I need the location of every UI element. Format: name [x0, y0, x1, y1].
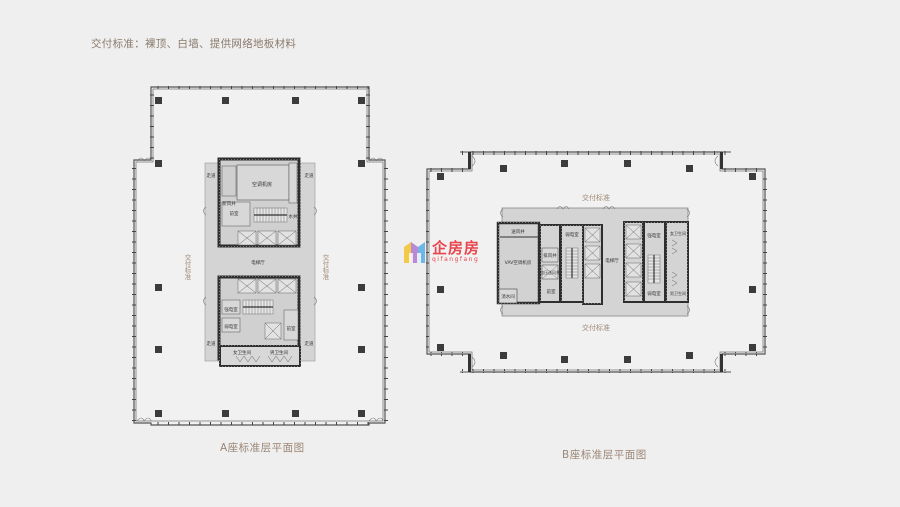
- svg-text:男卫生间: 男卫生间: [670, 290, 686, 296]
- svg-text:VAV空调机房: VAV空调机房: [505, 259, 532, 266]
- svg-text:前室: 前室: [287, 325, 296, 332]
- qifangfang-watermark: 企房房 qifangfang: [402, 239, 480, 265]
- svg-text:前室: 前室: [547, 288, 556, 295]
- tower-a-caption: A座标准层平面图: [220, 442, 305, 454]
- svg-text:走道: 走道: [305, 172, 314, 179]
- tower-b-plan: 送风井 VAV空调机房 弱电室 排风井 加压送风井 前室 消水间 电梯厅 强电室…: [425, 151, 767, 373]
- svg-text:走道: 走道: [305, 340, 314, 347]
- svg-text:送风井: 送风井: [511, 228, 525, 235]
- svg-text:电梯厅: 电梯厅: [605, 257, 619, 264]
- tower-a-right-standard-label: 交付标准: [321, 253, 329, 281]
- svg-text:男卫生间: 男卫生间: [270, 349, 288, 356]
- svg-text:走道: 走道: [207, 340, 216, 347]
- svg-text:走道: 走道: [207, 172, 216, 179]
- svg-text:电梯厅: 电梯厅: [251, 259, 265, 266]
- svg-text:前室: 前室: [230, 210, 239, 217]
- tower-b-top-standard-label: 交付标准: [582, 193, 610, 202]
- svg-text:新风井: 新风井: [222, 200, 236, 207]
- tower-a-left-standard-label: 交付标准: [183, 253, 191, 281]
- svg-text:加压送风井: 加压送风井: [540, 269, 560, 275]
- tower-b-caption: B座标准层平面图: [562, 449, 647, 461]
- watermark-name: 企房房: [432, 239, 481, 257]
- svg-text:排风井: 排风井: [543, 252, 557, 259]
- svg-text:水井: 水井: [289, 213, 298, 220]
- svg-text:弱电室: 弱电室: [647, 290, 661, 297]
- tower-b-bottom-standard-label: 交付标准: [582, 323, 610, 332]
- svg-text:空调机房: 空调机房: [252, 181, 272, 188]
- watermark-pinyin: qifangfang: [432, 256, 480, 263]
- svg-text:强电室: 强电室: [224, 306, 238, 313]
- tower-a-plan: 空调机房 走道 走道 新风井 前室 水井 电梯厅 强电室 弱电室 前室 走道 走…: [132, 86, 388, 426]
- svg-text:女卫生间: 女卫生间: [670, 230, 686, 236]
- svg-text:强电室: 强电室: [647, 232, 661, 239]
- house-logo-icon: [402, 239, 428, 265]
- svg-text:消水间: 消水间: [501, 293, 515, 300]
- delivery-standard-heading: 交付标准：裸顶、白墙、提供网络地板材料: [91, 38, 297, 50]
- svg-text:女卫生间: 女卫生间: [233, 349, 251, 356]
- svg-text:弱电室: 弱电室: [565, 231, 579, 238]
- svg-text:弱电室: 弱电室: [224, 323, 238, 330]
